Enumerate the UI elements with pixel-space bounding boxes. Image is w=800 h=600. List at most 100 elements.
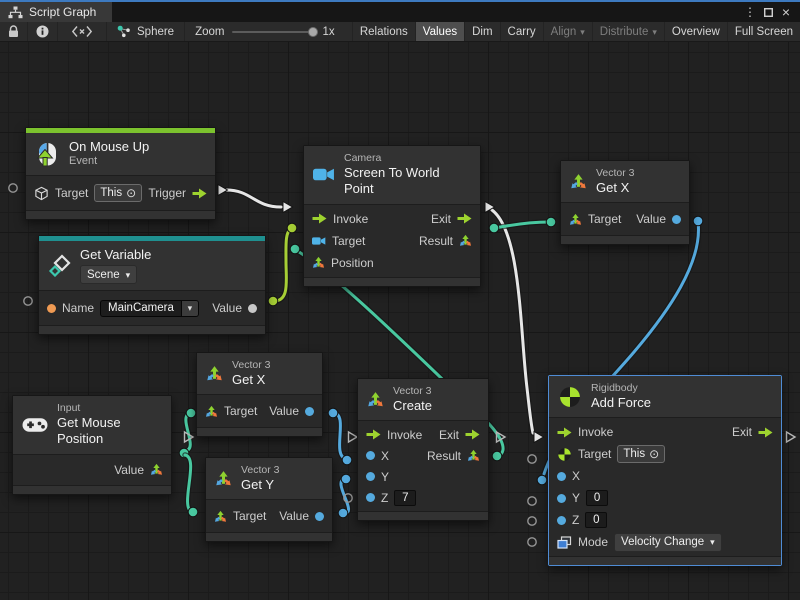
vector3-port-icon[interactable] (205, 405, 218, 418)
vector3-icon (367, 391, 384, 408)
node-footer (206, 532, 332, 542)
port-label-x: X (572, 469, 581, 484)
chevron-down-icon (126, 268, 131, 282)
vector3-port-icon[interactable] (569, 213, 582, 226)
port-label-target: Target (578, 447, 612, 462)
node-screen-to-world-point[interactable]: Camera Screen To World Point Invoke Exit… (303, 145, 481, 287)
overview-button[interactable]: Overview (665, 22, 728, 41)
flow-arrow-icon[interactable] (758, 427, 773, 438)
node-vector3-get-y[interactable]: Vector 3 Get Y Target Value (205, 457, 333, 543)
node-get-variable[interactable]: Get Variable Scene Name MainCamera Value (38, 235, 266, 336)
flow-arrow-icon[interactable] (557, 427, 572, 438)
float-port-dot[interactable] (305, 406, 314, 416)
variable-name-dropdown[interactable]: MainCamera (100, 299, 199, 317)
variable-scope-dropdown[interactable]: Scene (80, 265, 138, 285)
node-title: Get X (232, 372, 266, 388)
window-maximize-button[interactable] (760, 2, 776, 22)
force-mode-icon (557, 536, 572, 549)
port-label-y: Y (381, 469, 390, 484)
zoom-slider[interactable] (231, 26, 318, 37)
port-label-exit: Exit (731, 425, 752, 440)
zoom-slider-knob[interactable] (307, 26, 318, 37)
node-vector3-create[interactable]: Vector 3 Create Invoke Exit X Result Y Z (357, 378, 489, 522)
y-value-input[interactable]: 0 (586, 490, 609, 507)
align-dropdown[interactable]: Align (544, 22, 593, 41)
info-button[interactable] (28, 22, 58, 41)
float-port-dot[interactable] (366, 451, 375, 461)
port-label-z: Z (572, 513, 580, 528)
node-vector3-get-x-top[interactable]: Vector 3 Get X Target Value (560, 160, 690, 246)
flow-arrow-icon[interactable] (366, 429, 381, 440)
flow-arrow-icon[interactable] (312, 213, 327, 224)
node-on-mouse-up[interactable]: On Mouse Up Event Target This Trigger (25, 127, 216, 220)
full-screen-button[interactable]: Full Screen (734, 25, 793, 38)
rigidbody-icon (558, 385, 582, 409)
float-port-dot[interactable] (366, 472, 375, 482)
vector3-port-icon[interactable] (214, 510, 227, 523)
vector3-port-icon[interactable] (312, 256, 325, 269)
tab-script-graph[interactable]: Script Graph (0, 2, 113, 22)
value-port-dot[interactable] (248, 303, 257, 313)
vector3-icon (215, 470, 232, 487)
preserve-connection-button[interactable] (58, 22, 107, 41)
float-port-dot[interactable] (672, 214, 681, 224)
distribute-dropdown[interactable]: Distribute (593, 22, 665, 41)
toolbar-spacer (345, 22, 353, 41)
vector3-icon (206, 365, 223, 382)
rigidbody-port-icon[interactable] (557, 447, 572, 462)
node-title: Get X (596, 180, 630, 196)
gameobject-icon (34, 186, 49, 201)
chevron-down-icon (580, 26, 585, 38)
variable-icon (48, 254, 71, 278)
float-port-dot[interactable] (315, 511, 324, 521)
zoom-label: Zoom (195, 25, 225, 38)
window-close-button[interactable]: × (781, 4, 791, 20)
carry-button[interactable]: Carry (501, 22, 544, 41)
port-label-target: Target (332, 233, 366, 248)
string-port-dot[interactable] (47, 303, 56, 313)
node-add-force[interactable]: Rigidbody Add Force Invoke Exit Target T… (548, 375, 782, 567)
node-category: Vector 3 (241, 464, 280, 476)
port-label-exit: Exit (430, 211, 451, 226)
vector3-port-icon[interactable] (467, 449, 480, 462)
vector3-port-icon[interactable] (459, 234, 472, 247)
port-label-invoke: Invoke (333, 211, 369, 226)
flow-arrow-icon[interactable] (465, 429, 480, 440)
chevron-down-icon[interactable] (181, 299, 199, 317)
port-label-trigger: Trigger (148, 186, 186, 200)
camera-port-icon[interactable] (312, 236, 326, 246)
this-target-button[interactable]: This (94, 184, 143, 202)
node-vector3-get-x-mid[interactable]: Vector 3 Get X Target Value (196, 352, 323, 438)
this-target-button[interactable]: This (617, 445, 666, 464)
node-footer (197, 427, 322, 437)
port-label-result: Result (418, 233, 453, 248)
dim-button[interactable]: Dim (465, 22, 501, 41)
force-mode-dropdown[interactable]: Velocity Change (614, 532, 722, 552)
z-value-input[interactable]: 7 (394, 489, 417, 506)
node-category: Camera (344, 152, 382, 164)
float-port-dot[interactable] (557, 515, 566, 525)
vector3-port-icon[interactable] (150, 463, 163, 476)
scope-target-icon (126, 186, 136, 200)
flow-arrow-icon[interactable] (457, 213, 472, 224)
values-button[interactable]: Values (415, 22, 466, 41)
float-port-dot[interactable] (557, 493, 566, 503)
float-port-dot[interactable] (366, 493, 375, 503)
camera-icon (313, 167, 335, 182)
float-port-dot[interactable] (557, 471, 566, 481)
lock-button[interactable] (0, 22, 28, 41)
graph-crumb-icon (117, 25, 131, 38)
node-get-mouse-position[interactable]: Input Get Mouse Position Value (12, 395, 172, 495)
script-graph-icon (8, 6, 23, 19)
relations-button[interactable]: Relations (353, 22, 416, 41)
breadcrumb[interactable]: Sphere (107, 22, 186, 41)
node-title: Get Mouse Position (57, 415, 121, 447)
port-label-position: Position (331, 255, 374, 270)
flow-arrow-icon[interactable] (192, 188, 207, 199)
z-value-input[interactable]: 0 (585, 512, 608, 529)
window-menu-button[interactable]: ⋮ (744, 5, 756, 19)
port-label-target: Target (233, 509, 267, 524)
port-label-value: Value (636, 212, 666, 227)
port-label-value: Value (279, 509, 309, 524)
